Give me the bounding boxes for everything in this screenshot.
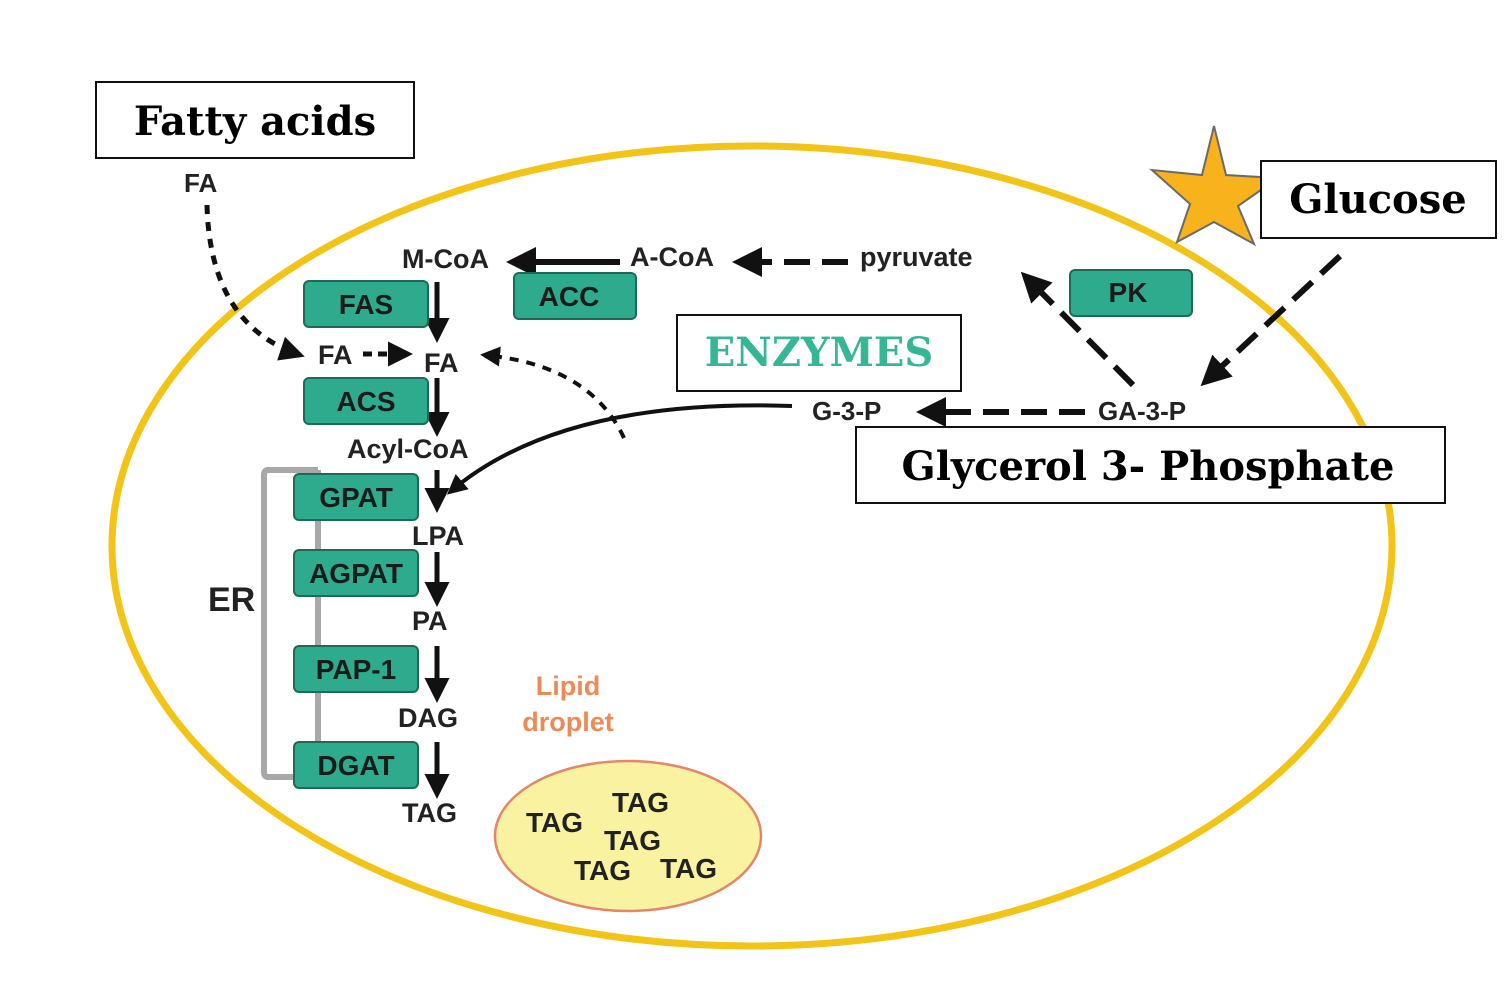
- glucose-to-ga3p-arrow: [1200, 253, 1343, 387]
- cell-membrane: [108, 142, 1396, 950]
- enzyme-agpat-label: AGPAT: [309, 558, 403, 589]
- droplet-tag-4: TAG: [574, 855, 631, 886]
- metabolite-dag: DAG: [398, 703, 458, 733]
- enzyme-pap1-label: PAP-1: [316, 654, 396, 685]
- lipid-droplet-label-line2: droplet: [522, 707, 614, 737]
- metabolite-fa-top: FA: [184, 168, 217, 198]
- droplet-tag-1: TAG: [526, 807, 583, 838]
- fa-uptake-arrow: [204, 204, 305, 361]
- enzyme-acc-label: ACC: [539, 281, 600, 312]
- droplet-tag-5: TAG: [660, 853, 717, 884]
- g3p-to-lpa-arrow: [446, 403, 793, 495]
- metabolite-lpa: LPA: [412, 521, 464, 551]
- metabolite-fa-left: FA: [318, 340, 353, 370]
- enzyme-pk: PK: [1069, 269, 1193, 317]
- enzyme-dgat: DGAT: [293, 741, 419, 789]
- lipid-droplet-label-line1: Lipid: [536, 671, 600, 701]
- metabolite-g3p: G-3-P: [812, 396, 881, 426]
- enzyme-acc: ACC: [513, 272, 637, 320]
- enzyme-dgat-label: DGAT: [317, 750, 394, 781]
- er-label: ER: [208, 581, 255, 619]
- enzyme-fas: FAS: [303, 280, 429, 328]
- enzyme-pap1: PAP-1: [293, 645, 419, 693]
- droplet-tag-3: TAG: [604, 825, 661, 856]
- droplet-tag-2: TAG: [612, 787, 669, 818]
- callout-glucose: Glucose: [1260, 160, 1497, 239]
- enzyme-pk-label: PK: [1109, 277, 1148, 308]
- enzyme-acs: ACS: [303, 377, 429, 425]
- callout-enzymes: ENZYMES: [676, 314, 962, 392]
- enzyme-agpat: AGPAT: [293, 549, 419, 597]
- enzyme-fas-label: FAS: [339, 289, 393, 320]
- enzyme-gpat: GPAT: [293, 473, 419, 521]
- ga3p-to-pyruvate-arrow: [1020, 271, 1136, 388]
- recycle-to-fa-arrow: [480, 346, 626, 439]
- metabolite-acoa: A-CoA: [630, 242, 714, 272]
- callout-fatty-acids-text: Fatty acids: [134, 98, 376, 145]
- metabolite-pyruvate: pyruvate: [860, 242, 973, 272]
- metabolite-tag: TAG: [402, 798, 457, 828]
- callout-glucose-text: Glucose: [1289, 176, 1466, 223]
- enzyme-acs-label: ACS: [336, 386, 395, 417]
- metabolite-fa-mid: FA: [424, 348, 459, 378]
- metabolite-pa: PA: [412, 606, 448, 636]
- callout-glycerol-text: Glycerol 3- Phosphate: [902, 443, 1395, 490]
- er-bracket: [261, 467, 318, 780]
- metabolite-ga3p: GA-3-P: [1098, 396, 1186, 426]
- metabolite-acylcoa: Acyl-CoA: [347, 434, 469, 464]
- metabolite-mcoa: M-CoA: [402, 244, 489, 274]
- enzyme-gpat-label: GPAT: [319, 482, 393, 513]
- star-icon: [1149, 125, 1281, 247]
- lipid-droplet: [493, 759, 763, 913]
- callout-fatty-acids: Fatty acids: [95, 81, 415, 159]
- callout-glycerol: Glycerol 3- Phosphate: [855, 426, 1446, 504]
- callout-enzymes-text: ENZYMES: [705, 329, 933, 376]
